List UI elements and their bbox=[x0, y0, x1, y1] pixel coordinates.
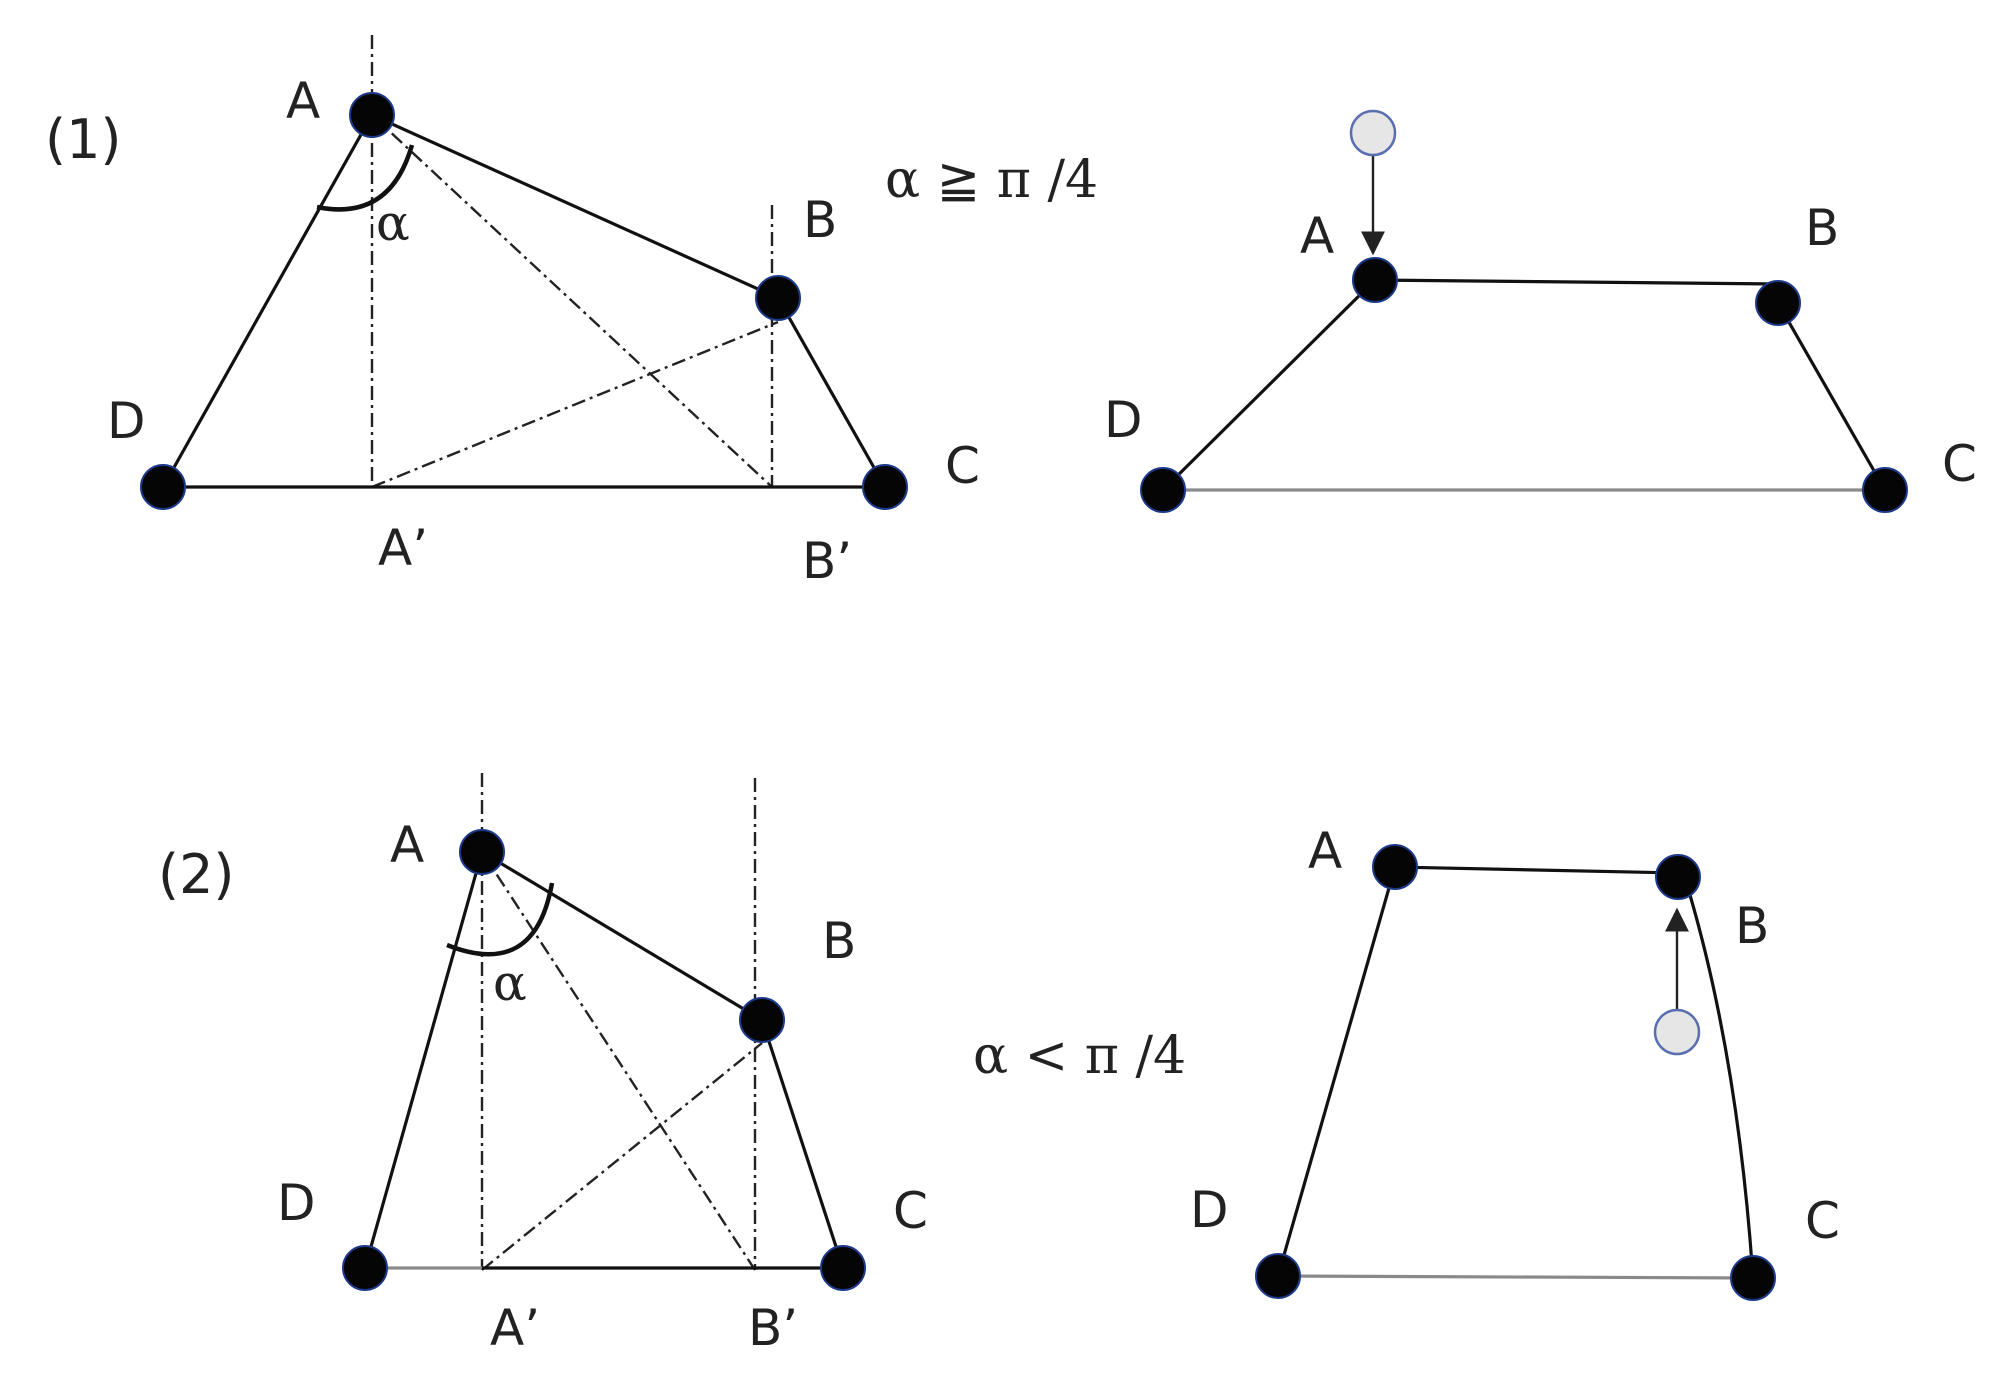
vertex-c bbox=[862, 464, 908, 510]
vertex-a bbox=[459, 829, 505, 875]
vertex-a bbox=[1352, 257, 1398, 303]
vertex-b bbox=[1755, 280, 1801, 326]
vertex-c bbox=[820, 1245, 866, 1291]
diagonal-a-to-bprime bbox=[480, 851, 757, 1271]
vertex-a bbox=[349, 92, 395, 138]
label-b-prime: B’ bbox=[748, 1299, 798, 1357]
label-d: D bbox=[1104, 391, 1143, 449]
panel-2-label: (2) bbox=[158, 843, 235, 906]
label-b: B bbox=[803, 191, 837, 249]
label-a-prime: A’ bbox=[490, 1299, 540, 1357]
edge-ad bbox=[1161, 278, 1377, 492]
label-a: A bbox=[390, 816, 424, 874]
panel-2-left-figure: A B C D A’ B’ α bbox=[277, 773, 928, 1357]
vertex-c bbox=[1730, 1255, 1776, 1301]
vertex-a bbox=[1372, 844, 1418, 890]
label-d: D bbox=[1190, 1181, 1229, 1239]
vertex-c bbox=[1862, 467, 1908, 513]
angle-alpha-arc bbox=[316, 144, 415, 212]
label-alpha: α bbox=[493, 954, 527, 1012]
panel-2-condition: α < π /4 bbox=[973, 1026, 1186, 1086]
edge-ab bbox=[1374, 278, 1779, 286]
panel-1-right-figure: A B C D bbox=[1104, 109, 1977, 513]
label-a-prime: A’ bbox=[378, 519, 428, 577]
edge-bc bbox=[776, 297, 887, 488]
edge-ad bbox=[363, 851, 484, 1269]
panel-2-right-figure: A B C D bbox=[1190, 822, 1840, 1301]
label-b: B bbox=[822, 912, 856, 970]
label-c: C bbox=[893, 1182, 928, 1240]
diagonal-aprime-to-b bbox=[371, 320, 779, 489]
ghost-vertex-a bbox=[1349, 109, 1397, 157]
edge-dc bbox=[1277, 1274, 1754, 1280]
edge-ab bbox=[1394, 865, 1679, 875]
vertex-d bbox=[342, 1245, 388, 1291]
label-c: C bbox=[1805, 1192, 1840, 1250]
vertex-b bbox=[739, 997, 785, 1043]
vertex-d bbox=[1255, 1253, 1301, 1299]
edge-ab bbox=[371, 113, 779, 300]
diagonal-aprime-to-b bbox=[481, 1042, 763, 1271]
panel-1-label: (1) bbox=[45, 108, 122, 171]
vertex-b bbox=[1655, 854, 1701, 900]
label-a: A bbox=[1300, 207, 1334, 265]
label-b: B bbox=[1735, 897, 1769, 955]
label-d: D bbox=[107, 392, 146, 450]
label-a: A bbox=[1308, 822, 1342, 880]
edge-bc bbox=[1688, 894, 1755, 1279]
label-d: D bbox=[277, 1174, 316, 1232]
diagonal-a-to-bprime bbox=[371, 114, 773, 488]
vertex-d bbox=[140, 464, 186, 510]
vertex-b bbox=[755, 275, 801, 321]
panel-1-left-figure: A B C D A’ B’ α bbox=[107, 35, 980, 590]
edge-bc bbox=[1776, 302, 1887, 491]
vertex-d bbox=[1140, 467, 1186, 513]
edge-ab bbox=[481, 850, 763, 1022]
edge-bc bbox=[760, 1019, 845, 1269]
label-alpha: α bbox=[376, 194, 410, 252]
label-c: C bbox=[1942, 435, 1977, 493]
panel-1-condition: α ≧ π /4 bbox=[885, 150, 1098, 210]
edge-ad bbox=[161, 114, 374, 488]
label-b-prime: B’ bbox=[802, 532, 852, 590]
angle-alpha-arc bbox=[446, 882, 555, 957]
edge-ad bbox=[1276, 866, 1397, 1277]
ghost-vertex-b bbox=[1653, 1008, 1701, 1056]
label-b: B bbox=[1805, 199, 1839, 257]
label-c: C bbox=[945, 437, 980, 495]
label-a: A bbox=[286, 72, 320, 130]
